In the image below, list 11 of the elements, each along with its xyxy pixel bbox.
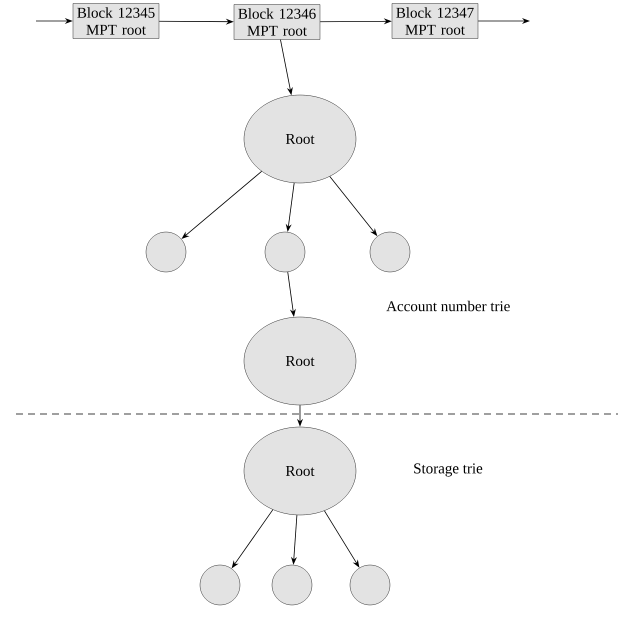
leaf-circle [272,564,312,606]
block-box: Block 12347 MPT root [392,3,478,39]
leaf-circle [350,564,390,606]
leaf-circle [370,232,410,272]
leaf-circle [200,564,240,606]
block-box: Block 12345 MPT root [72,3,160,39]
leaf-circle [146,232,186,272]
block-box: Block 12346 MPT root [234,4,320,40]
trie-label: Account number trie [386,300,510,312]
leaf-circle [264,232,306,272]
trie-label: Storage trie [414,463,482,477]
